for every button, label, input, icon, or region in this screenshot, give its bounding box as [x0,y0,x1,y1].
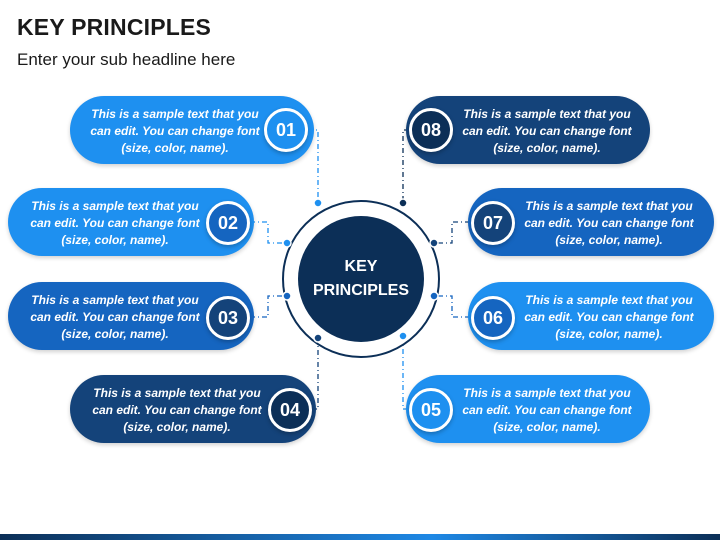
dot-08 [398,198,408,208]
principle-number-04: 04 [268,388,312,432]
dot-04 [313,333,323,343]
connector-07 [434,221,470,244]
dot-06 [429,291,439,301]
center-label-line1: KEY [344,258,378,275]
dot-07 [429,238,439,248]
connector-03 [250,295,287,318]
principle-card-06: This is a sample text that you can edit.… [468,282,714,350]
principle-text-03: This is a sample text that you can edit.… [30,293,200,341]
connector-02 [250,221,287,244]
principle-number-05: 05 [409,388,453,432]
center-label-line2: PRINCIPLES [312,282,409,299]
connector-06 [434,295,470,318]
principle-text-07: This is a sample text that you can edit.… [524,199,694,247]
principle-text-08: This is a sample text that you can edit.… [462,107,632,155]
footer-accent-bar [0,534,720,540]
principle-number-02: 02 [206,201,250,245]
principle-text-06: This is a sample text that you can edit.… [524,293,694,341]
principle-text-02: This is a sample text that you can edit.… [30,199,200,247]
principle-number-07: 07 [471,201,515,245]
principle-text-04: This is a sample text that you can edit.… [92,386,262,434]
page-title: KEY PRINCIPLES [17,14,212,40]
dot-05 [398,331,408,341]
dot-01 [313,198,323,208]
dot-02 [282,238,292,248]
principle-number-08: 08 [409,108,453,152]
principle-number-06: 06 [471,296,515,340]
principle-number-03: 03 [206,296,250,340]
page-subtitle: Enter your sub headline here [17,50,236,69]
dot-03 [282,291,292,301]
principle-number-01: 01 [264,108,308,152]
center-circle: KEY PRINCIPLES [298,216,424,342]
principle-text-05: This is a sample text that you can edit.… [462,386,632,434]
principle-text-01: This is a sample text that you can edit.… [90,107,260,155]
